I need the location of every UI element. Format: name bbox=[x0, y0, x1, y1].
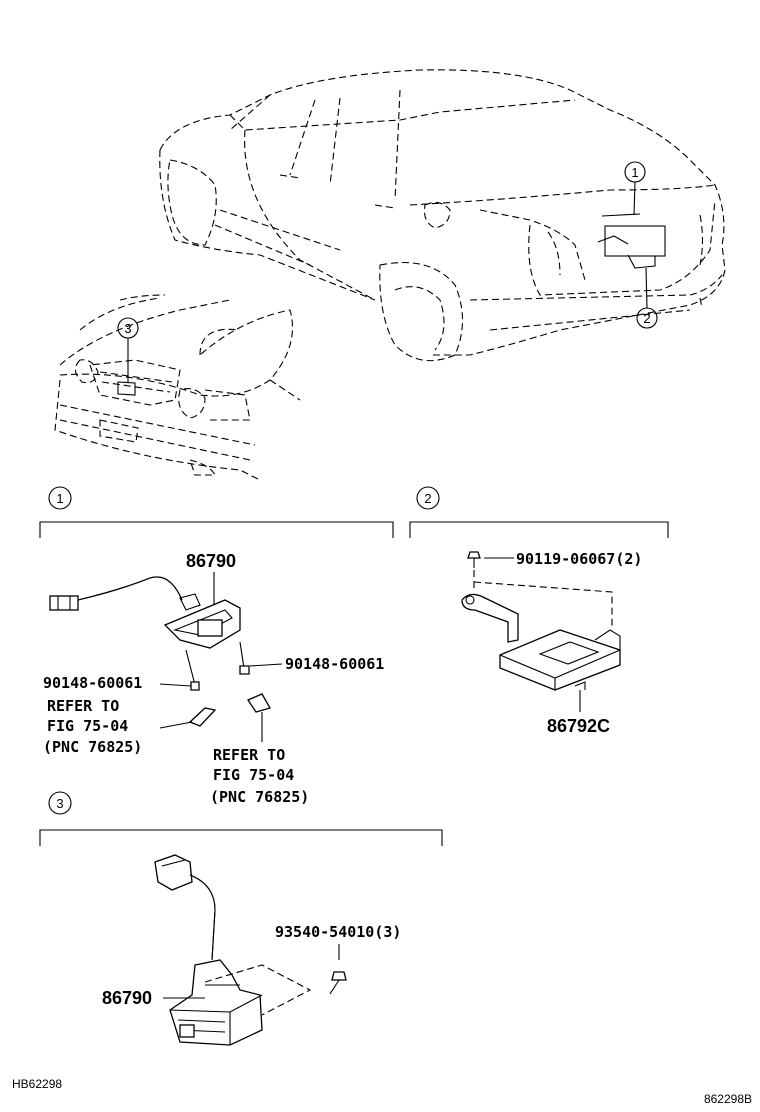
callout-1: 1 bbox=[631, 165, 638, 180]
part-86790-top: 86790 bbox=[186, 551, 236, 571]
callout-2: 2 bbox=[643, 311, 650, 326]
section-3-number: 3 bbox=[56, 796, 63, 811]
rear-car-illustration: 1 2 bbox=[159, 69, 726, 362]
front-car-illustration: 3 bbox=[54, 294, 301, 481]
figure-code-left: HB62298 bbox=[12, 1077, 62, 1091]
section-1: 1 86790 90148-60061 90148-60061 REFER TO… bbox=[39, 486, 394, 806]
section-2: 2 90119-06067(2) 86792C bbox=[409, 486, 669, 736]
part-86792c: 86792C bbox=[547, 716, 610, 736]
refer-left-line3: (PNC 76825) bbox=[43, 738, 142, 756]
section-2-number: 2 bbox=[424, 491, 431, 506]
refer-right-line3: (PNC 76825) bbox=[210, 788, 309, 806]
part-90148-60061-left: 90148-60061 bbox=[43, 674, 142, 692]
refer-right-line2: FIG 75-04 bbox=[213, 766, 294, 784]
refer-left-line1: REFER TO bbox=[47, 697, 119, 715]
section-1-number: 1 bbox=[56, 491, 63, 506]
figure-code-right: 862298B bbox=[704, 1092, 752, 1106]
part-86790-bottom: 86790 bbox=[102, 988, 152, 1008]
refer-left-line2: FIG 75-04 bbox=[47, 717, 128, 735]
part-90119-06067: 90119-06067(2) bbox=[516, 550, 642, 568]
part-93540-54010: 93540-54010(3) bbox=[275, 923, 401, 941]
section-3: 3 93540-54010(3) 86790 bbox=[39, 791, 443, 1046]
part-90148-60061-right: 90148-60061 bbox=[285, 655, 384, 673]
refer-right-line1: REFER TO bbox=[213, 746, 285, 764]
callout-3: 3 bbox=[124, 321, 131, 336]
